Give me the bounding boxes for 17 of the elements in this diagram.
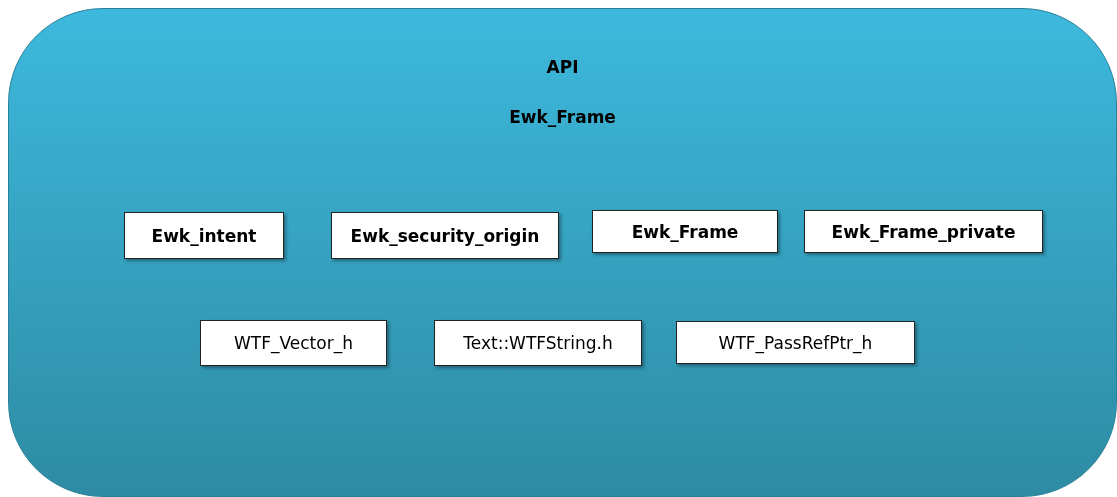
box-label: WTF_Vector_h [234, 333, 353, 353]
class-box [804, 210, 1043, 253]
class-box [434, 320, 642, 366]
panel-title: API [546, 57, 579, 77]
class-box [200, 320, 387, 366]
box-label: WTF_PassRefPtr_h [718, 332, 873, 353]
box-label: Ewk_security_origin [350, 225, 540, 246]
class-box [124, 212, 284, 259]
class-box [592, 210, 778, 253]
class-box [676, 321, 915, 364]
class-box [331, 212, 559, 259]
box-label: Ewk_Frame [631, 221, 739, 242]
panel-subtitle: Ewk_Frame [509, 107, 616, 127]
container-panel [8, 8, 1117, 497]
box-label: Ewk_Frame_private [831, 221, 1016, 242]
box-label: Ewk_intent [151, 225, 257, 246]
box-label: Text::WTFString.h [463, 333, 613, 353]
